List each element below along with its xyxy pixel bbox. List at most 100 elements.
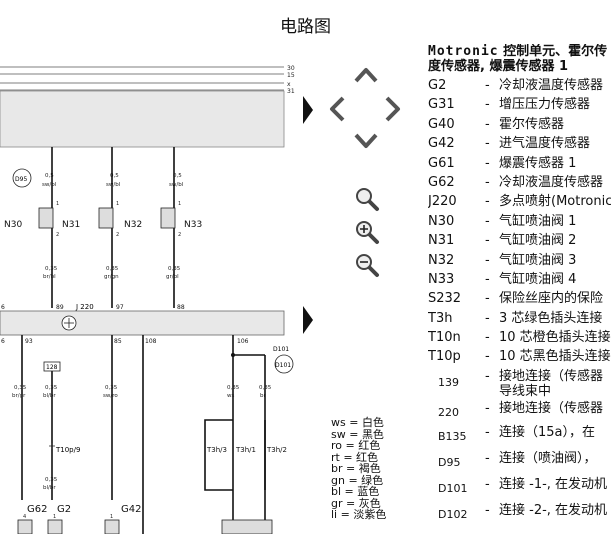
sensor-g2-box <box>47 519 63 534</box>
n32-label: N32 <box>124 220 142 230</box>
schematic-label: D101 <box>275 362 291 369</box>
schematic-label: 128 <box>46 364 58 371</box>
g62-label: G62 <box>27 504 47 515</box>
page-title: 电路图 <box>280 17 331 37</box>
schematic-label: 6 <box>1 304 5 311</box>
schematic-label: 97 <box>116 304 124 311</box>
legend-header-prefix: Motronic <box>428 44 499 59</box>
schematic-label: 88 <box>177 304 185 311</box>
legend-item: G61-爆震传感器 1 <box>428 155 577 171</box>
schematic-label: T10p/9 <box>55 446 80 454</box>
legend-item: S232-保险丝座内的保险 <box>428 291 604 307</box>
legend-header: Motronic 控制单元、霍尔传 <box>428 44 611 59</box>
wire-size: 0,5 <box>45 173 54 179</box>
wire-color: sw/bl <box>106 182 121 188</box>
color-item: gn = 绿色 <box>331 473 384 487</box>
schematic-label: 1 <box>178 201 181 207</box>
n30-label: N30 <box>4 220 22 230</box>
pan-left-icon[interactable] <box>328 96 346 122</box>
schematic-label: 106 <box>237 338 249 345</box>
page-next-marker[interactable] <box>302 95 314 125</box>
color-item: rt = 红色 <box>331 450 379 464</box>
schematic-label: 2 <box>56 232 59 238</box>
zoom-in-icon[interactable] <box>354 219 380 245</box>
wire-color: sw/bl <box>169 182 184 188</box>
schematic-label: T3h/2 <box>266 446 287 454</box>
legend-item: G62-冷却液温度传感器 <box>428 174 604 190</box>
color-item: ro = 红色 <box>331 439 381 452</box>
schematic-label: 0,35 <box>227 385 240 391</box>
bus-label-31: 31 <box>287 88 295 95</box>
legend-item: G31-增压压力传感器 <box>428 97 591 113</box>
g2-label: G2 <box>57 504 71 515</box>
pan-right-icon[interactable] <box>384 96 402 122</box>
j220-control-unit <box>0 310 285 336</box>
bus-lines <box>0 66 284 91</box>
schematic-label: 6 <box>1 338 5 345</box>
n33-label: N33 <box>184 220 202 230</box>
bus-label-15: 15 <box>287 72 295 79</box>
bus-label-x: x <box>287 81 291 88</box>
legend-item: N32-气缸喷油阀 3 <box>428 252 577 268</box>
legend-item: G2-冷却液温度传感器 <box>428 78 604 93</box>
legend-item: 139-接地连接（传感器导线束中 <box>438 368 604 399</box>
legend-item: G40-霍尔传感器 <box>428 116 565 132</box>
schematic-label: 0,35 <box>106 266 119 272</box>
schematic-label: br/gr <box>12 393 26 399</box>
pan-down-icon[interactable] <box>354 132 378 150</box>
injector-n32-box <box>98 207 114 229</box>
legend-item: T10n-10 芯橙色插头连接 <box>428 330 611 346</box>
schematic-label: 108 <box>145 338 157 345</box>
schematic-label: br <box>260 393 266 399</box>
legend-item: T3h-3 芯绿色插头连接 <box>428 310 603 326</box>
schematic-label: 93 <box>25 338 33 345</box>
wire-size: 0,5 <box>110 173 119 179</box>
circuit-schematic: 30 15 x 31 D95 0,5 sw/bl 0,5 sw/bl 0,5 s… <box>0 65 295 534</box>
schematic-label: 1 <box>110 514 113 520</box>
schematic-label: 0,35 <box>14 385 27 391</box>
box-128 <box>43 361 61 372</box>
section-marker <box>303 306 313 334</box>
j220-label: J 220 <box>75 303 94 311</box>
legend-item: J220-多点喷射(Motronic <box>428 194 611 210</box>
d101-marker <box>274 354 294 374</box>
color-item: sw = 黑色 <box>331 427 384 441</box>
pan-up-icon[interactable] <box>354 66 378 84</box>
schematic-label: 85 <box>114 338 122 345</box>
zoom-out-icon[interactable] <box>354 252 380 278</box>
sensor-g62-box <box>17 519 33 534</box>
schematic-label: bl/br <box>43 393 56 399</box>
wire-color: sw/bl <box>42 182 57 188</box>
injector-n31-box <box>38 207 54 229</box>
schematic-label: 89 <box>56 304 64 311</box>
legend-item: T10p-10 芯黑色插头连接 <box>428 349 611 365</box>
component-legend: Motronic 控制单元、霍尔传 度传感器, 爆震传感器 1 G2-冷却液温度… <box>428 44 611 525</box>
schematic-label: sw/ro <box>103 393 118 399</box>
sensor-bottom-box <box>221 519 273 534</box>
schematic-label: bl/br <box>43 485 56 491</box>
n31-label: N31 <box>62 220 80 230</box>
zoom-icon[interactable] <box>354 186 380 212</box>
sensor-g42-box <box>104 519 120 534</box>
wire-size: 0,5 <box>173 173 182 179</box>
legend-item: B135-连接（15a），在 <box>438 424 596 443</box>
schematic-label: 0,35 <box>105 385 118 391</box>
legend-item: D101-连接 -1-, 在发动机 <box>438 476 608 495</box>
schematic-label: gr/bl <box>166 274 179 280</box>
g42-label: G42 <box>121 504 141 515</box>
legend-header-line2: 度传感器, 爆震传感器 1 <box>428 59 569 74</box>
legend-item: N33-气缸喷油阀 4 <box>428 271 577 287</box>
d95-label: D95 <box>15 176 27 183</box>
schematic-label: br/bl <box>43 274 56 280</box>
d95-marker <box>12 168 32 188</box>
legend-item: N31-气缸喷油阀 2 <box>428 233 577 249</box>
schematic-label: 2 <box>178 232 181 238</box>
color-item: li = 淡紫色 <box>331 508 387 521</box>
schematic-label: 1 <box>56 201 59 207</box>
legend-item: 220-接地连接（传感器 <box>438 400 604 419</box>
color-item: br = 褐色 <box>331 462 381 475</box>
schematic-label: D101 <box>273 346 289 353</box>
schematic-label: T3h/3 <box>206 446 227 454</box>
fuse-panel <box>0 90 285 148</box>
legend-item: G42-进气温度传感器 <box>428 136 591 152</box>
